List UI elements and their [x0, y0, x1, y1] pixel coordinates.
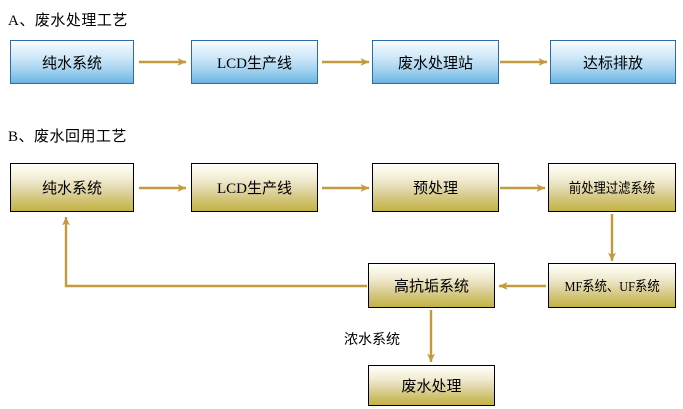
node-label: 纯水系统: [41, 181, 102, 197]
process-node-pre-filtration-system[interactable]: 前处理过滤系统: [548, 163, 676, 212]
section-title-b: B、废水回用工艺: [8, 129, 128, 145]
node-label: MF系统、UF系统: [564, 279, 660, 295]
process-node-wastewater-treatment-b[interactable]: 废水处理: [368, 365, 495, 406]
node-label: 纯水系统: [41, 55, 102, 72]
process-node-high-antiscale-system[interactable]: 高抗垢系统: [368, 263, 495, 308]
node-label: LCD生产线: [216, 181, 292, 197]
edge-label-concentrated-water-system: 浓水系统: [344, 333, 400, 348]
node-label: 高抗垢系统: [393, 279, 469, 295]
process-node-pure-water-system-a[interactable]: 纯水系统: [10, 40, 134, 84]
node-label: 达标排放: [582, 55, 643, 72]
process-node-lcd-production-line-a[interactable]: LCD生产线: [191, 40, 318, 84]
node-label: 废水处理站: [397, 55, 473, 72]
process-node-lcd-production-line-b[interactable]: LCD生产线: [191, 163, 318, 212]
process-node-compliant-discharge[interactable]: 达标排放: [550, 40, 676, 84]
process-node-pure-water-system-b[interactable]: 纯水系统: [10, 163, 134, 212]
arrow-b6-b1-feedback: [62, 216, 367, 288]
node-label: LCD生产线: [216, 55, 292, 72]
process-node-wastewater-treatment-station[interactable]: 废水处理站: [372, 40, 499, 84]
process-node-pretreatment[interactable]: 预处理: [372, 163, 499, 212]
node-label: 废水处理: [401, 379, 462, 395]
section-title-a: A、废水处理工艺: [8, 13, 128, 29]
node-label: 前处理过滤系统: [568, 181, 656, 197]
process-node-mf-uf-system[interactable]: MF系统、UF系统: [548, 263, 676, 308]
node-label: 预处理: [412, 181, 458, 197]
